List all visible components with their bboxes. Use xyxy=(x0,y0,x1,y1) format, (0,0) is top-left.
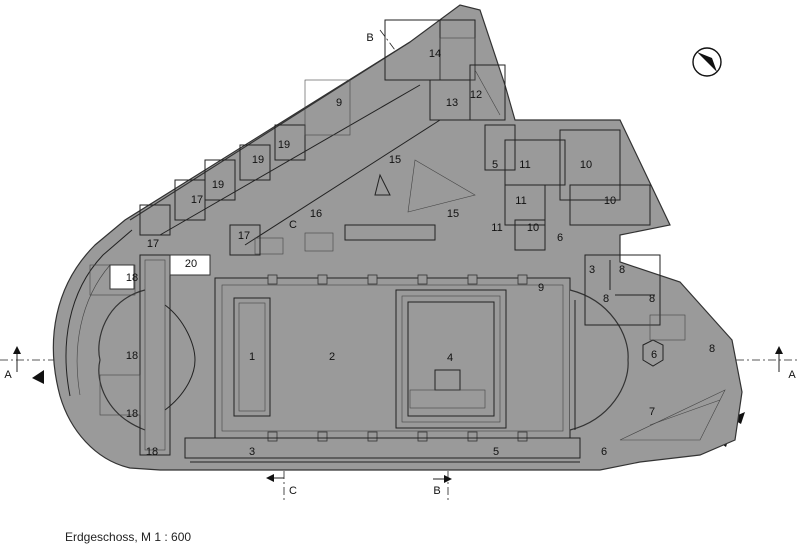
room-label-6: 6 xyxy=(557,232,563,244)
room-label-18: 18 xyxy=(126,408,138,420)
room-label-2: 2 xyxy=(329,351,335,363)
room-label-10: 10 xyxy=(527,222,539,234)
room-label-11: 11 xyxy=(491,222,502,234)
room-label-6: 6 xyxy=(601,446,607,458)
room-label-6: 6 xyxy=(651,349,657,361)
room-label-8: 8 xyxy=(619,264,625,276)
room-label-1: 1 xyxy=(249,351,255,363)
section-label-a-left: A xyxy=(4,369,12,381)
room-label-13: 13 xyxy=(446,97,458,109)
main-hall xyxy=(214,274,571,442)
section-label-b-top: B xyxy=(366,32,373,44)
room-label-12: 12 xyxy=(470,89,482,101)
room-label-17: 17 xyxy=(147,238,159,250)
room-label-14: 14 xyxy=(429,48,441,60)
room-label-19: 19 xyxy=(278,139,290,151)
room-label-3: 3 xyxy=(589,264,595,276)
room-label-4: 4 xyxy=(447,352,453,364)
room-label-8: 8 xyxy=(709,343,715,355)
room-label-11: 11 xyxy=(519,159,530,171)
room-label-5: 5 xyxy=(493,446,499,458)
west-apse xyxy=(89,254,196,456)
room-label-15: 15 xyxy=(389,154,401,166)
room-label-16: 16 xyxy=(310,208,322,220)
room-label-19: 19 xyxy=(212,179,224,191)
room-label-9: 9 xyxy=(538,282,544,294)
room-label-8: 8 xyxy=(603,293,609,305)
north-arrow-icon xyxy=(692,47,722,77)
room-label-20: 20 xyxy=(185,258,197,270)
room-label-18: 18 xyxy=(126,272,138,284)
room-label-5: 5 xyxy=(492,159,498,171)
east-apse xyxy=(569,254,726,441)
room-label-9: 9 xyxy=(336,97,342,109)
room-label-10: 10 xyxy=(580,159,592,171)
room-label-18: 18 xyxy=(126,350,138,362)
room-label-17: 17 xyxy=(191,194,203,206)
section-label-b-bottom: B xyxy=(433,485,440,497)
room-labels: 1 2 3 3 4 5 5 6 6 6 7 8 8 8 8 9 9 10 10 … xyxy=(126,48,715,458)
room-label-11: 11 xyxy=(515,195,526,207)
section-label-a-right: A xyxy=(788,369,796,381)
room-label-10: 10 xyxy=(604,195,616,207)
room-label-18: 18 xyxy=(146,446,158,458)
room-label-19: 19 xyxy=(252,154,264,166)
section-label-c-bottom: C xyxy=(289,485,297,497)
room-label-3: 3 xyxy=(249,446,255,458)
room-label-15: 15 xyxy=(447,208,459,220)
room-label-17: 17 xyxy=(238,230,250,242)
section-label-c-top: C xyxy=(289,219,297,231)
section-letters: A A B B C C xyxy=(4,32,796,497)
room-label-7: 7 xyxy=(649,406,655,418)
room-label-8: 8 xyxy=(649,293,655,305)
south-corridor xyxy=(184,437,581,463)
plan-caption: Erdgeschoss, M 1 : 600 xyxy=(65,530,192,544)
north-wing xyxy=(129,19,651,276)
